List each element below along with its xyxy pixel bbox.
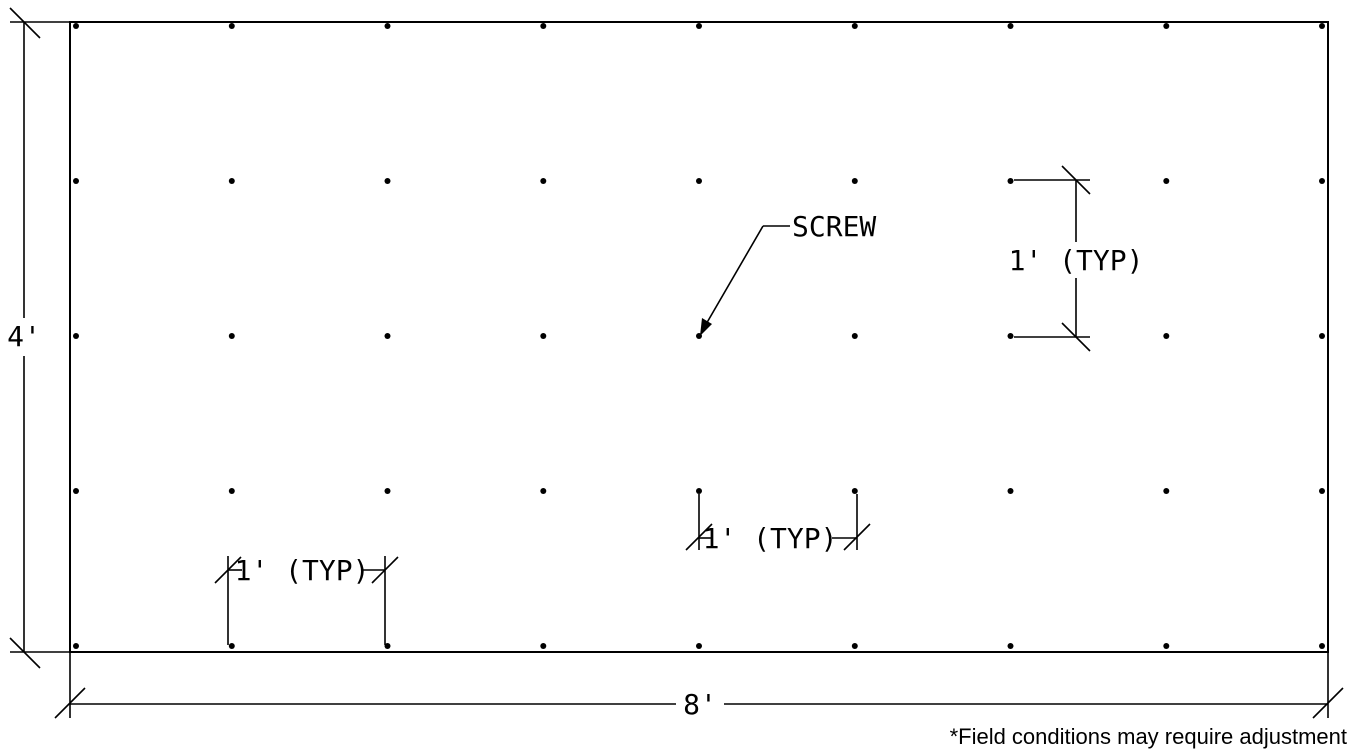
screw-dot <box>1007 643 1014 649</box>
screw-dot <box>384 333 391 339</box>
screw-dot <box>851 643 858 649</box>
screw-dot <box>228 643 235 649</box>
field-conditions-note: *Field conditions may require adjustment <box>949 724 1347 749</box>
screw-dot <box>696 488 702 494</box>
screw-dot <box>228 333 235 339</box>
screw-dot <box>384 23 391 29</box>
horizontal-spacing-dimension-middle <box>685 494 871 551</box>
screw-dot <box>384 488 391 494</box>
screw-leader <box>704 225 790 327</box>
screw-dot <box>1163 488 1170 494</box>
screw-dot <box>540 178 547 184</box>
screw-dot <box>1007 333 1014 339</box>
screw-dot <box>851 178 858 184</box>
screw-dot <box>228 488 235 494</box>
screw-dot <box>1319 488 1325 494</box>
screw-dot <box>540 643 547 649</box>
screw-dot <box>540 23 547 29</box>
screw-leader-arrowhead <box>700 318 712 336</box>
screw-dot <box>73 643 79 649</box>
screw-dot <box>1163 333 1170 339</box>
horizontal-spacing-dimension-bottom <box>214 556 399 645</box>
screw-dot <box>1163 178 1170 184</box>
screw-dot <box>384 643 391 649</box>
screw-dot <box>696 178 702 184</box>
screw-dot <box>696 23 702 29</box>
horizontal-spacing-label-bottom: 1' (TYP) <box>235 554 370 587</box>
screw-dot <box>1163 23 1170 29</box>
screw-dot <box>1007 23 1014 29</box>
screw-dot <box>228 178 235 184</box>
screw-dot <box>851 333 858 339</box>
height-label: 4' <box>7 320 41 353</box>
screw-dot <box>73 488 79 494</box>
screw-dot <box>1319 333 1325 339</box>
vertical-spacing-label: 1' (TYP) <box>1009 244 1144 277</box>
horizontal-spacing-label-middle: 1' (TYP) <box>703 522 838 555</box>
screw-dot <box>73 333 79 339</box>
screw-dot <box>73 178 79 184</box>
screw-dot <box>384 178 391 184</box>
screw-dot <box>73 23 79 29</box>
screw-dot <box>1319 178 1325 184</box>
screw-dot <box>540 333 547 339</box>
screw-dot <box>1163 643 1170 649</box>
screw-dot <box>1007 178 1014 184</box>
screw-label: SCREW <box>792 210 876 243</box>
screw-dot <box>1319 643 1325 649</box>
screw-dot <box>1007 488 1014 494</box>
screw-dot <box>696 643 702 649</box>
screw-dot <box>540 488 547 494</box>
height-dimension <box>9 7 70 669</box>
width-label: 8' <box>683 688 717 721</box>
screw-dot <box>851 23 858 29</box>
vertical-spacing-dimension <box>1014 165 1091 352</box>
width-dimension <box>54 652 1344 719</box>
screw-dot <box>1319 23 1325 29</box>
panel-outline <box>69 21 1329 653</box>
screw-dot <box>851 488 858 494</box>
screw-dot <box>228 23 235 29</box>
